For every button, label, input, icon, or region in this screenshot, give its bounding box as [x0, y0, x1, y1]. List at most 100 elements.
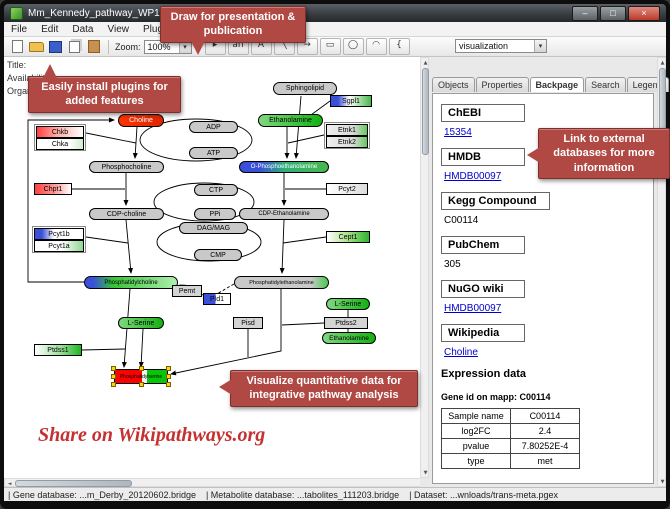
callout-pointer-icon [191, 40, 205, 55]
scroll-up-icon[interactable]: ▲ [660, 59, 665, 66]
open-file-button[interactable] [28, 39, 45, 55]
node-cept1[interactable]: Cept1 [326, 231, 370, 243]
paste-icon [87, 40, 100, 53]
selection-handle[interactable] [166, 366, 171, 371]
node-etnk1[interactable]: Etnk1 [326, 124, 368, 136]
node-pcyt1a[interactable]: Pcyt1a [34, 240, 84, 252]
node-ethanolamine[interactable]: Ethanolamine [258, 114, 323, 127]
node-phosphatidylcholine[interactable]: Phosphatidylcholine [84, 276, 178, 289]
tab-objects[interactable]: Objects [432, 77, 475, 92]
oval-tool[interactable]: ◯ [342, 38, 364, 55]
chevron-down-icon[interactable]: ▾ [178, 40, 191, 53]
node-ctp[interactable]: CTP [194, 184, 238, 196]
node-pcyt1b[interactable]: Pcyt1b [34, 228, 84, 240]
title-bar[interactable]: Mm_Kennedy_pathway_WP1771_45176.gpml – □… [4, 4, 666, 22]
node-sphingolipid[interactable]: Sphingolipid [273, 82, 337, 95]
node-pld1[interactable]: Pld1 [203, 293, 231, 305]
arc-tool[interactable]: ◠ [365, 38, 387, 55]
selection-handle[interactable] [111, 366, 116, 371]
node-ethanolamine[interactable]: Ethanolamine [322, 332, 376, 344]
paste-button[interactable] [85, 39, 102, 55]
node-cdp-choline[interactable]: CDP-choline [89, 208, 164, 220]
node-pisd[interactable]: Pisd [233, 317, 263, 329]
node-l-serine[interactable]: L-Serine [118, 317, 164, 329]
node-phosphatidylethanolamine[interactable]: Phosphatidylethanolamine [234, 276, 329, 289]
node-ptdss1[interactable]: Ptdss1 [34, 344, 82, 356]
callout-plugins: Easily install plugins for added feature… [28, 64, 181, 113]
node-ppi[interactable]: PPi [194, 208, 236, 220]
menu-bar: FileEditDataViewPluginsHelp [4, 22, 666, 37]
canvas-vertical-scrollbar[interactable]: ▲ ▼ [420, 57, 429, 478]
node-adp[interactable]: ADP [189, 121, 238, 133]
node-o-phosphoethanolamine[interactable]: O-Phosphoethanolamine [239, 161, 329, 173]
menu-file[interactable]: File [11, 23, 28, 35]
tab-backpage[interactable]: Backpage [529, 77, 585, 92]
node-etnk2[interactable]: Etnk2 [326, 136, 368, 148]
save-file-icon [49, 40, 62, 53]
menu-plugins[interactable]: Plugins [136, 23, 183, 36]
section-value-chebi[interactable]: 15354 [444, 127, 472, 138]
minimize-button[interactable]: – [572, 5, 598, 21]
selection-handle[interactable] [166, 382, 171, 387]
selection-handle[interactable] [138, 382, 144, 387]
node-l-serine[interactable]: L-Serine [326, 298, 370, 310]
app-icon [10, 6, 23, 20]
selection-handle[interactable] [138, 366, 144, 371]
scrollbar-thumb[interactable] [422, 68, 429, 155]
scroll-down-icon[interactable]: ▼ [660, 478, 665, 485]
node-ptdss2[interactable]: Ptdss2 [324, 317, 368, 329]
callout-pointer-icon [43, 64, 57, 78]
pathway-canvas[interactable]: Share on Wikipathways.org Title:Availabi… [4, 57, 420, 478]
copy-button[interactable] [66, 39, 83, 55]
section-value-hmdb[interactable]: HMDB00097 [444, 171, 502, 182]
node-chka[interactable]: Chka [36, 138, 84, 150]
node-pcyt2[interactable]: Pcyt2 [326, 183, 368, 195]
node-cmp[interactable]: CMP [194, 249, 242, 261]
callout-link: Link to external databases for more info… [527, 128, 670, 179]
node-dag-mag[interactable]: DAG/MAG [179, 222, 248, 234]
selection-handle[interactable] [111, 382, 116, 387]
visualization-combobox[interactable]: visualization ▾ [455, 39, 547, 53]
scrollbar-corner [420, 478, 429, 487]
scrollbar-thumb[interactable] [659, 68, 666, 130]
node-cdp-ethanolamine[interactable]: CDP-Ethanolamine [239, 208, 329, 220]
menu-data[interactable]: Data [72, 23, 94, 35]
scroll-up-icon[interactable]: ▲ [423, 59, 428, 66]
menu-view[interactable]: View [107, 23, 129, 35]
chevron-down-icon[interactable]: ▾ [534, 40, 546, 52]
section-value-wikipedia[interactable]: Choline [444, 347, 478, 358]
node-pemt[interactable]: Pemt [172, 285, 202, 297]
selection-handle[interactable] [166, 374, 171, 379]
scroll-down-icon[interactable]: ▼ [423, 469, 428, 476]
selection-handle[interactable] [111, 374, 116, 379]
status-bar: | Gene database: ...m_Derby_20120602.bri… [4, 487, 666, 501]
tab-search[interactable]: Search [585, 77, 626, 92]
menu-edit[interactable]: Edit [41, 23, 59, 35]
expression-cell: met [510, 453, 580, 469]
expression-cell: type [441, 453, 511, 469]
node-chkb[interactable]: Chkb [36, 126, 84, 138]
section-value-nugo-wiki[interactable]: HMDB00097 [444, 303, 502, 314]
open-file-icon [29, 41, 44, 52]
node-sgpl1[interactable]: Sgpl1 [330, 95, 372, 107]
maximize-button[interactable]: □ [600, 5, 626, 21]
panel-scrollbar[interactable]: ▲ ▼ [657, 57, 666, 487]
node-chpt1[interactable]: Chpt1 [34, 183, 72, 195]
close-button[interactable]: × [628, 5, 660, 21]
new-file-button[interactable] [9, 39, 26, 55]
node-atp[interactable]: ATP [189, 147, 238, 159]
rectangle-tool[interactable]: ▭ [319, 38, 341, 55]
save-file-button[interactable] [47, 39, 64, 55]
canvas-horizontal-scrollbar[interactable]: ◄ ► [4, 478, 429, 487]
scrollbar-thumb[interactable] [15, 480, 132, 487]
node-choline[interactable]: Choline [118, 114, 164, 127]
tab-properties[interactable]: Properties [475, 77, 529, 92]
brace-tool[interactable]: { [388, 38, 410, 55]
callout-text: Easily install plugins for added feature… [41, 81, 168, 108]
scroll-left-icon[interactable]: ◄ [7, 480, 12, 487]
zoom-combobox[interactable]: 100% ▾ [143, 39, 192, 54]
node-phosphocholine[interactable]: Phosphocholine [89, 161, 164, 173]
expression-cell: 2.4 [510, 423, 580, 439]
